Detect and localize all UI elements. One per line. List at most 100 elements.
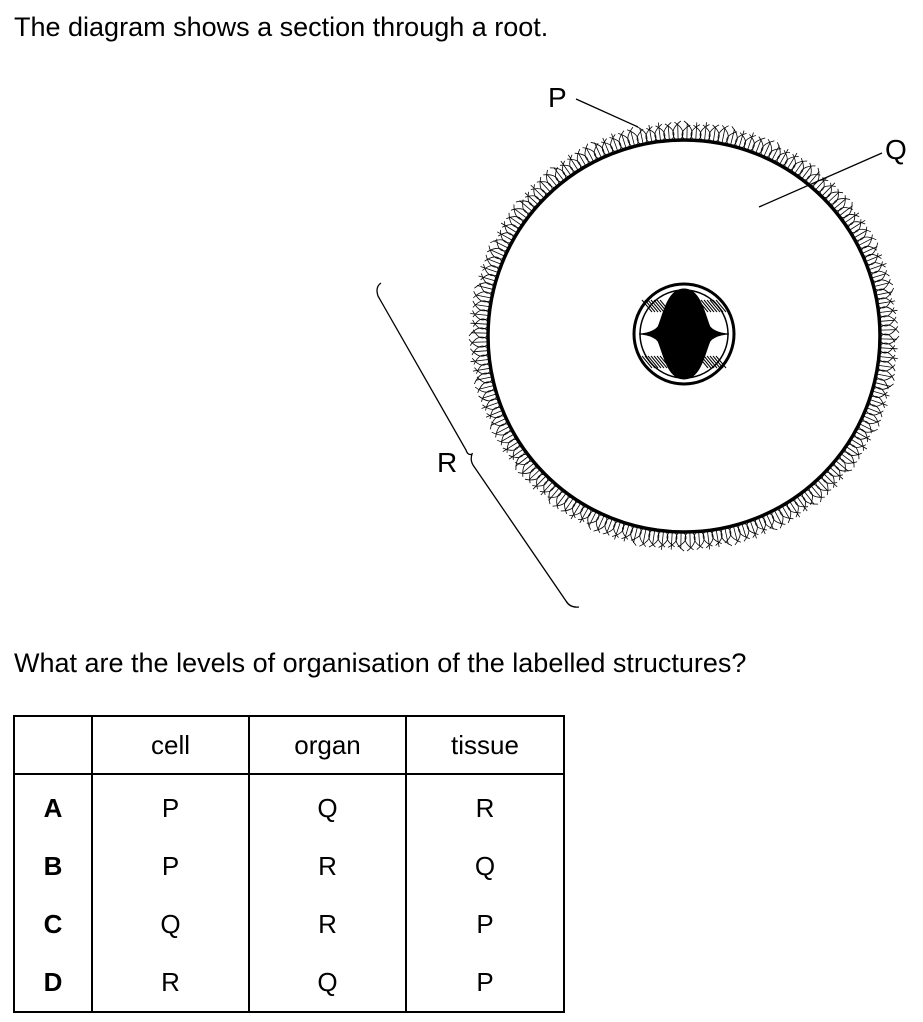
root-hair (539, 176, 548, 194)
root-hair (522, 199, 531, 214)
root-hair (863, 415, 878, 423)
root-hair (610, 134, 616, 152)
root-hair (855, 431, 872, 441)
root-hair (721, 127, 726, 143)
root-hair (667, 125, 670, 140)
root-hair (543, 174, 560, 184)
label-p: P (548, 82, 567, 113)
root-hair (480, 266, 498, 273)
root-hair (482, 404, 500, 410)
root-hair (875, 382, 891, 387)
root-hair (475, 304, 490, 307)
root-hair (590, 141, 605, 157)
root-hair (548, 485, 557, 505)
root-hair (848, 444, 860, 460)
phloem-hatch-line (706, 299, 718, 313)
root-hair (493, 240, 508, 249)
label-r: R (437, 447, 457, 478)
root-hair (686, 532, 696, 552)
root-hair (570, 503, 581, 520)
root-hair (657, 122, 661, 141)
root-hair (510, 208, 529, 216)
root-hair (837, 207, 853, 214)
root-hair (763, 142, 771, 157)
root-hair (474, 282, 494, 289)
root-hair (504, 221, 515, 236)
option-key[interactable]: D (13, 953, 93, 1012)
root-hair (879, 315, 898, 324)
root-hair (774, 142, 781, 162)
root-hair (587, 510, 594, 530)
option-key[interactable]: A (13, 774, 93, 837)
option-key[interactable]: B (13, 837, 93, 895)
root-hair (880, 342, 896, 353)
root-hair (594, 142, 602, 158)
root-hair (734, 525, 741, 546)
root-hair (774, 510, 783, 525)
root-hair (593, 517, 608, 532)
root-hair (819, 185, 836, 194)
root-hair (699, 124, 710, 141)
root-hair (867, 407, 881, 414)
option-tissue-value: P (405, 895, 565, 953)
root-hair (771, 145, 780, 160)
root-hair (578, 153, 586, 166)
root-hair (478, 275, 496, 282)
root-hair (730, 129, 735, 145)
root-hair (836, 195, 846, 212)
root-hair (784, 504, 792, 524)
phloem-hatch-line (644, 355, 656, 369)
header-organ: organ (248, 716, 407, 775)
root-hair (858, 426, 878, 433)
root-hair (602, 137, 610, 154)
root-hair (597, 515, 605, 530)
root-hair (875, 378, 889, 390)
root-hair (515, 453, 527, 471)
phloem-hatch-line (712, 299, 724, 313)
root-hair (857, 428, 868, 443)
root-hair (879, 351, 896, 362)
vascular-cylinder (632, 282, 736, 386)
root-hair (533, 184, 542, 201)
root-hair (880, 326, 899, 336)
root-hair (481, 273, 495, 285)
root-hair (766, 138, 773, 158)
root-hair (602, 520, 616, 535)
phloem-hatch-line (650, 299, 662, 313)
root-hair (532, 478, 549, 487)
root-hair (797, 496, 808, 512)
root-hair (549, 167, 567, 179)
root-hair (861, 245, 878, 251)
root-hair (496, 231, 513, 241)
root-hair (517, 465, 536, 474)
root-hair (808, 171, 820, 185)
root-hair (862, 246, 878, 254)
root-hair (546, 174, 557, 186)
root-hair (875, 288, 892, 296)
root-hair (799, 495, 806, 512)
root-hair (515, 458, 531, 465)
root-hair (865, 412, 880, 427)
root-hair (705, 530, 714, 549)
root-hair (652, 530, 655, 545)
option-key[interactable]: C (13, 895, 93, 953)
root-hair (470, 359, 489, 363)
root-hair (645, 126, 653, 143)
root-hair (667, 532, 678, 548)
root-hair (489, 415, 505, 430)
root-hair (698, 532, 701, 547)
table-header-row: cell organ tissue (13, 716, 565, 775)
root-hair (468, 338, 488, 348)
table-row: B P R Q (13, 837, 565, 895)
root-hair (879, 356, 898, 359)
root-hair (741, 524, 747, 538)
root-hair (496, 436, 516, 444)
root-hair (500, 229, 511, 244)
root-hair (524, 192, 538, 205)
root-hair (502, 444, 520, 451)
root-hair (577, 509, 592, 520)
root-hair (661, 531, 664, 550)
root-hair (635, 126, 648, 143)
root-hair (548, 487, 560, 501)
root-hair (880, 319, 895, 322)
